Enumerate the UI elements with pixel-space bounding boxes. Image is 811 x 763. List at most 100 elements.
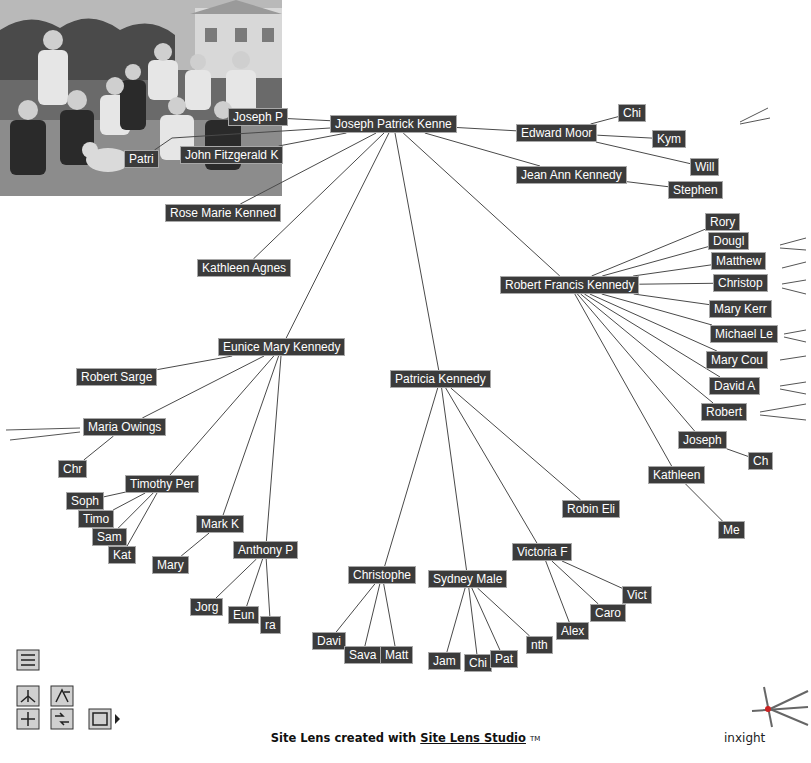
node-label: Chr bbox=[63, 462, 82, 476]
node-label: Matt bbox=[385, 648, 408, 662]
tree-node: Me bbox=[718, 521, 745, 539]
tree-branch bbox=[686, 484, 723, 521]
node-label: Robert Francis Kennedy bbox=[505, 278, 634, 292]
tree-branch bbox=[395, 133, 439, 370]
tree-branch bbox=[118, 493, 153, 528]
tree-node: Christophe bbox=[348, 566, 416, 584]
tree-branch bbox=[446, 388, 537, 543]
tree-node: Maria Owings bbox=[83, 418, 166, 436]
tree-branch bbox=[562, 561, 622, 588]
brand-name: inxight bbox=[724, 731, 765, 745]
credit-line: Site Lens created with Site Lens Studio … bbox=[0, 731, 811, 745]
node-label: Mark K bbox=[201, 517, 239, 531]
tree-node: Kym bbox=[652, 130, 686, 148]
tree-node: Stephen bbox=[668, 181, 723, 199]
tree-node: Joseph bbox=[678, 431, 727, 449]
node-label: Robin Eli bbox=[567, 502, 615, 516]
tree-branch bbox=[584, 294, 720, 377]
tree-node: Robert Francis Kennedy bbox=[500, 276, 639, 294]
tree-branch bbox=[478, 588, 530, 636]
tree-branch bbox=[442, 388, 467, 570]
tree-node: Sam bbox=[92, 528, 127, 546]
tree-branch bbox=[240, 133, 376, 204]
tree-node: Mary Kerr bbox=[709, 300, 772, 318]
node-label: ra bbox=[265, 618, 276, 632]
credit-text: Site Lens created with bbox=[271, 731, 417, 745]
tree-node: Rory bbox=[705, 213, 740, 231]
tree-branch bbox=[633, 265, 711, 276]
tree-branch bbox=[113, 493, 145, 510]
node-label: Jean Ann Kennedy bbox=[521, 168, 622, 182]
tree-node: Sava bbox=[344, 646, 381, 664]
tree-branch bbox=[575, 294, 672, 466]
node-label: Vict bbox=[627, 588, 647, 602]
node-label: Robert bbox=[706, 405, 742, 419]
tree-node: Alex bbox=[556, 622, 589, 640]
tree-node: Eun bbox=[228, 606, 259, 624]
tree-node: ra bbox=[260, 616, 281, 634]
tree-node: Timo bbox=[78, 510, 114, 528]
node-label: Patricia Kennedy bbox=[395, 372, 486, 386]
node-label: Kathleen Agnes bbox=[202, 261, 286, 275]
tree-node: Dougl bbox=[708, 232, 749, 250]
tree-branch bbox=[403, 133, 560, 276]
tree-node: Sydney Male bbox=[428, 570, 507, 588]
node-label: Eun bbox=[233, 608, 254, 622]
node-label: Joseph P bbox=[233, 110, 283, 124]
node-label: Victoria F bbox=[517, 545, 567, 559]
node-label: Chi bbox=[469, 656, 487, 670]
tree-node: Michael Le bbox=[710, 325, 778, 343]
tree-branch bbox=[384, 584, 395, 646]
node-label: Kathleen bbox=[653, 468, 700, 482]
node-label: Joseph Patrick Kenne bbox=[335, 117, 452, 131]
tree-branch bbox=[104, 492, 125, 497]
node-label: Mary Cou bbox=[711, 353, 763, 367]
tree-branch bbox=[451, 388, 581, 500]
tree-node: Jam bbox=[428, 652, 461, 670]
tree-node: Rose Marie Kenned bbox=[165, 204, 281, 222]
tree-node: Mark K bbox=[196, 515, 244, 533]
tree-branch bbox=[577, 294, 694, 431]
tree-branch bbox=[546, 561, 570, 622]
node-label: Matthew bbox=[716, 254, 761, 268]
node-label: Dougl bbox=[713, 234, 744, 248]
tree-branch bbox=[602, 294, 712, 325]
node-label: Me bbox=[723, 523, 740, 537]
brand-block: inxight bbox=[724, 731, 765, 745]
node-label: Chi bbox=[623, 106, 641, 120]
node-label: Jorg bbox=[195, 600, 218, 614]
tree-branch bbox=[157, 356, 232, 370]
tree-branch bbox=[266, 356, 281, 541]
tree-branch bbox=[472, 588, 500, 650]
node-label: Anthony P bbox=[238, 543, 293, 557]
tree-branch bbox=[457, 128, 516, 131]
tree-node: Matthew bbox=[711, 252, 766, 270]
tree-branch bbox=[447, 588, 465, 652]
tree-branch bbox=[336, 584, 375, 632]
node-label: Patri bbox=[129, 152, 154, 166]
tree-node: Pat bbox=[490, 650, 518, 668]
tree-branch bbox=[385, 388, 438, 566]
tree-branch bbox=[266, 559, 270, 616]
tree-branch bbox=[602, 247, 708, 276]
node-label: Timo bbox=[83, 512, 109, 526]
tree-branch bbox=[247, 559, 263, 606]
tree-node: nth bbox=[526, 636, 553, 654]
tree-node: David A bbox=[709, 377, 760, 395]
tree-node: Matt bbox=[380, 646, 413, 664]
node-label: Christophe bbox=[353, 568, 411, 582]
tree-branch bbox=[639, 283, 713, 285]
tree-branch bbox=[286, 133, 389, 338]
node-label: Edward Moor bbox=[521, 126, 592, 140]
node-label: Caro bbox=[595, 606, 621, 620]
tree-node: Caro bbox=[590, 604, 626, 622]
toolbar-icons bbox=[0, 640, 140, 740]
tree-branch bbox=[288, 119, 330, 121]
tree-node: Joseph Patrick Kenne bbox=[330, 115, 457, 133]
tree-node: Mary Cou bbox=[706, 351, 768, 369]
inxight-logo bbox=[750, 685, 810, 730]
node-label: Sam bbox=[97, 530, 122, 544]
tree-node: Davi bbox=[312, 632, 346, 650]
node-label: Sava bbox=[349, 648, 376, 662]
